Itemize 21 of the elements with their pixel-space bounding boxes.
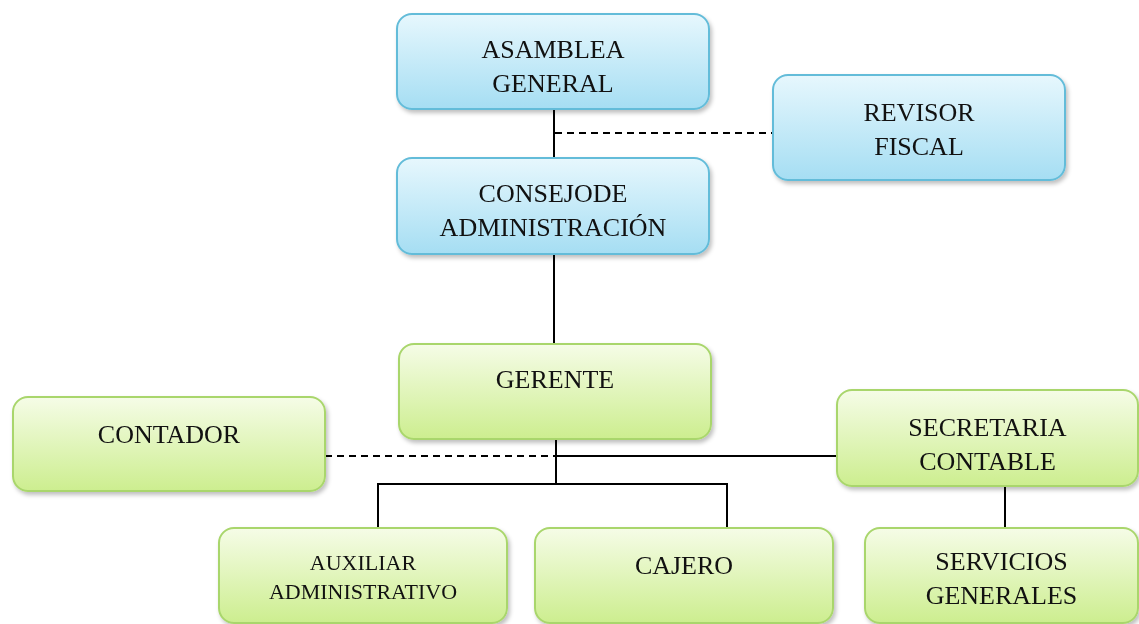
box-label: CAJERO bbox=[634, 550, 734, 582]
org-box bbox=[218, 527, 508, 624]
org-box bbox=[396, 13, 710, 110]
org-box bbox=[12, 396, 326, 492]
box-label: REVISOR FISCAL bbox=[862, 97, 976, 163]
org-box bbox=[396, 157, 710, 255]
connector-line bbox=[555, 439, 728, 528]
box-label: GERENTE bbox=[495, 364, 615, 396]
box-label: ASAMBLEA GENERAL bbox=[480, 34, 626, 100]
box-label: AUXILIAR ADMINISTRATIVO bbox=[267, 549, 459, 606]
box-label: SECRETARIA CONTABLE bbox=[907, 412, 1068, 478]
connector-line bbox=[553, 254, 555, 344]
org-box bbox=[772, 74, 1066, 181]
box-label: CONSEJODE ADMINISTRACIÓN bbox=[438, 178, 668, 244]
org-box bbox=[398, 343, 712, 440]
connector-line bbox=[1004, 486, 1006, 528]
box-label: SERVICIOS GENERALES bbox=[924, 546, 1079, 612]
org-box bbox=[836, 389, 1139, 487]
box-label: CONTADOR bbox=[97, 419, 241, 451]
org-box bbox=[864, 527, 1139, 624]
org-box bbox=[534, 527, 834, 624]
